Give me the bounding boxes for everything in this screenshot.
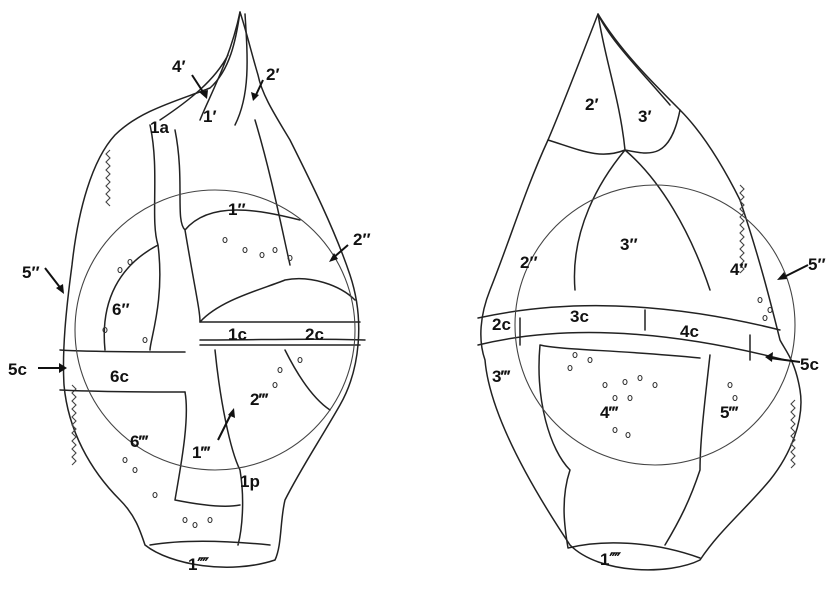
- label-1-prime: 1′: [203, 107, 217, 126]
- label-1p: 1p: [240, 472, 260, 491]
- label-1-quadruple-prime: 1⁗: [188, 555, 209, 574]
- right-hypo-sutures: [539, 345, 710, 558]
- label-6c: 6c: [110, 367, 129, 386]
- label-2-double-prime: 2″: [520, 253, 538, 272]
- label-3-triple-prime: 3‴: [492, 367, 510, 386]
- label-2-double-prime: 2″: [353, 230, 371, 249]
- left-theca-view: 4′ 2′ 1a 1′ 1″ 2″ 5″ 6″ 1c 2c 5c 6c 2‴ 6…: [8, 12, 371, 574]
- label-1-triple-prime: 1‴: [192, 443, 210, 462]
- right-theca-view: 2′ 3′ 2″ 3″ 4″ 5″ 2c 3c 4c 5c 3‴ 4‴ 5‴ 1…: [478, 14, 826, 570]
- label-1c: 1c: [228, 325, 247, 344]
- right-plate-labels: 2′ 3′ 2″ 3″ 4″ 5″ 2c 3c 4c 5c 3‴ 4‴ 5‴ 1…: [492, 95, 826, 569]
- label-1-double-prime: 1″: [228, 200, 246, 219]
- label-4-double-prime: 4″: [730, 260, 748, 279]
- label-1a: 1a: [150, 118, 169, 137]
- label-3-double-prime: 3″: [620, 235, 638, 254]
- label-4c: 4c: [680, 322, 699, 341]
- label-2-prime: 2′: [266, 65, 280, 84]
- right-arrows: [765, 265, 808, 362]
- left-serrated-edge: [72, 385, 76, 465]
- label-5c: 5c: [8, 360, 27, 379]
- left-plate-labels: 4′ 2′ 1a 1′ 1″ 2″ 5″ 6″ 1c 2c 5c 6c 2‴ 6…: [8, 57, 371, 574]
- label-1-quadruple-prime: 1⁗: [600, 550, 621, 569]
- label-2c: 2c: [305, 325, 324, 344]
- label-2c: 2c: [492, 315, 511, 334]
- label-6-triple-prime: 6‴: [130, 432, 148, 451]
- left-serrated-edge-upper: [106, 150, 110, 206]
- right-outline: [481, 14, 801, 570]
- right-overlay-circle: [515, 185, 795, 465]
- label-2-triple-prime: 2‴: [250, 390, 268, 409]
- label-6-double-prime: 6″: [112, 300, 130, 319]
- label-4-prime: 4′: [172, 57, 186, 76]
- left-pores: [103, 238, 302, 528]
- label-5c: 5c: [800, 355, 819, 374]
- label-4-triple-prime: 4‴: [600, 403, 618, 422]
- label-5-triple-prime: 5‴: [720, 403, 738, 422]
- right-pores: [568, 298, 772, 438]
- label-5-double-prime: 5″: [808, 255, 826, 274]
- right-serrated-edge-lower: [791, 400, 795, 468]
- label-3-prime: 3′: [638, 107, 652, 126]
- label-3c: 3c: [570, 307, 589, 326]
- label-5-double-prime: 5″: [22, 263, 40, 282]
- left-arrows: [38, 75, 348, 440]
- label-2-prime: 2′: [585, 95, 599, 114]
